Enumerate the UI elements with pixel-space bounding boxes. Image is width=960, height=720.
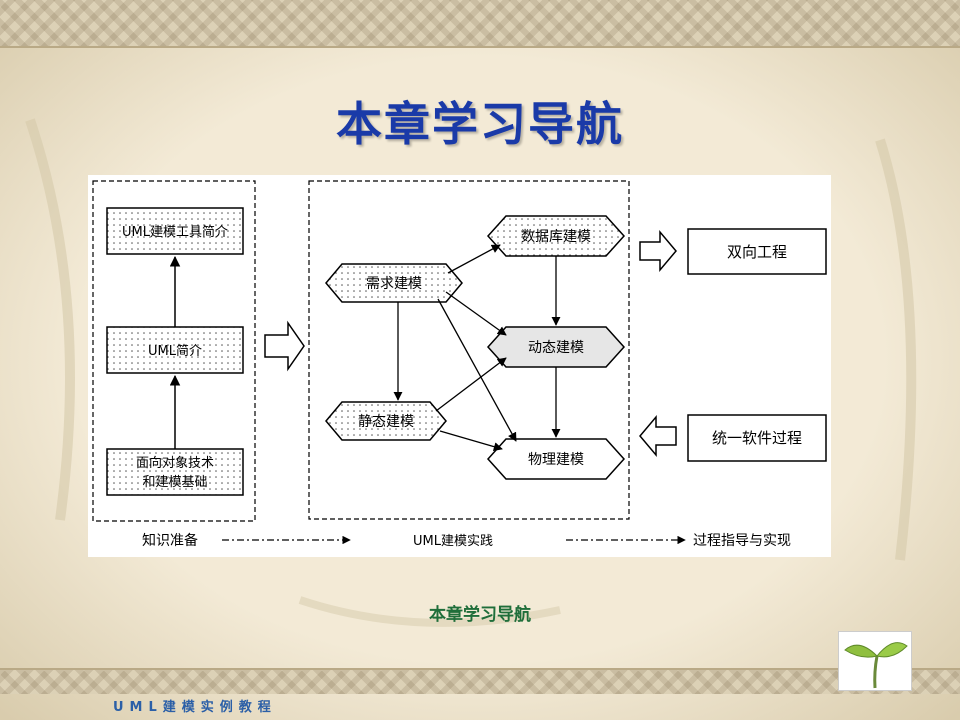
node-dynamic-label: 动态建模 [528,340,584,356]
label-knowledge-prep: 知识准备 [142,532,198,549]
box-oo-basics: 面向对象技术 和建模基础 [106,448,244,496]
hollow-arrow-to-roundtrip [639,229,677,273]
arrow-req-to-dynamic [445,291,507,336]
box-unified-process: 统一软件过程 [687,414,827,462]
node-static-label: 静态建模 [358,414,414,430]
node-static-modeling: 静态建模 [325,401,447,441]
node-physical-modeling: 物理建模 [486,438,626,480]
label-process-guidance: 过程指导与实现 [693,533,791,549]
bottom-decorative-border [0,668,960,694]
slide-title: 本章学习导航 [336,97,624,151]
top-decorative-border [0,0,960,48]
diagram-caption: 本章学习导航 [429,605,531,625]
uml-practice-group [308,180,630,520]
box-round-trip-label: 双向工程 [727,243,787,261]
hollow-arrow-from-rup [639,414,677,458]
hollow-arrow-to-practice [264,320,305,372]
arrow-req-to-physical [437,298,517,442]
navigation-diagram: UML建模工具简介 UML简介 面向对象技术 和建模基础 需求建模 数据库建模 … [88,175,831,557]
footer-course-title: UML建模实例教程 [113,700,277,715]
node-physical-label: 物理建模 [528,452,584,468]
box-uml-tools: UML建模工具简介 [106,207,244,255]
box-unified-process-label: 统一软件过程 [712,429,802,447]
node-requirements-label: 需求建模 [366,276,422,292]
box-uml-intro: UML简介 [106,326,244,374]
node-requirements-modeling: 需求建模 [325,263,463,303]
label-uml-practice: UML建模实践 [413,534,493,549]
arrow-static-to-physical [439,430,503,452]
seedling-image [838,631,912,691]
box-uml-tools-label: UML建模工具简介 [122,224,228,240]
arrow-static-to-dynamic [435,357,507,412]
node-dynamic-modeling: 动态建模 [486,326,626,368]
knowledge-prep-group [92,180,256,522]
box-oo-basics-line2: 和建模基础 [142,475,207,490]
box-uml-intro-label: UML简介 [148,343,202,359]
box-round-trip-engineering: 双向工程 [687,228,827,275]
node-database-label: 数据库建模 [521,229,591,245]
node-database-modeling: 数据库建模 [486,215,626,257]
arrow-req-to-db [447,244,501,274]
box-oo-basics-line1: 面向对象技术 [136,455,214,471]
